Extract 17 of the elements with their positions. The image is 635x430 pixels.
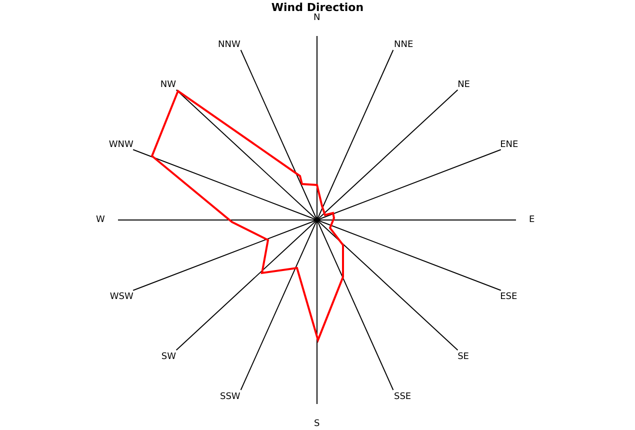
direction-label: SSW: [220, 392, 240, 402]
direction-label: S: [314, 418, 320, 429]
direction-label: NNW: [218, 40, 240, 50]
direction-label: N: [314, 13, 320, 24]
chart-title: Wind Direction: [271, 1, 364, 14]
direction-label: E: [529, 215, 535, 225]
direction-label: NNE: [394, 40, 414, 50]
direction-label: WSW: [110, 292, 134, 302]
direction-label: NE: [458, 80, 470, 90]
direction-label: SW: [161, 352, 176, 362]
direction-label: ENE: [500, 140, 518, 150]
direction-label: ESE: [500, 292, 518, 302]
direction-label: SSE: [394, 392, 412, 402]
direction-label: SE: [458, 352, 469, 362]
direction-label: NW: [160, 80, 176, 90]
direction-label: WNW: [108, 140, 134, 150]
direction-label: W: [96, 215, 105, 225]
